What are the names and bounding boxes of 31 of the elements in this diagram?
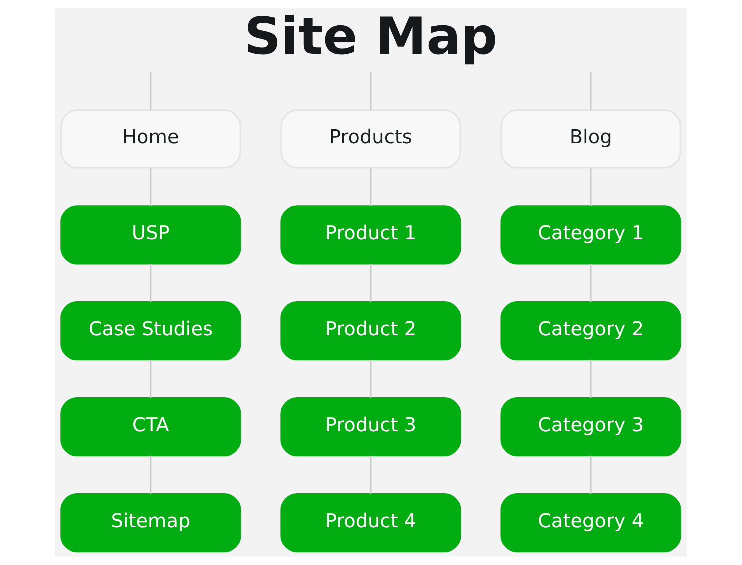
node-box: Sitemap (60, 493, 242, 553)
connector (590, 456, 592, 494)
node-box: USP (60, 206, 242, 265)
connector (590, 168, 592, 206)
node-box: Product 1 (280, 206, 462, 265)
connector (370, 72, 372, 110)
node-box: Blog (500, 110, 682, 169)
connector (370, 456, 372, 494)
node-box: CTA (60, 398, 242, 457)
connector (590, 264, 592, 302)
node-box: Home (60, 110, 242, 169)
node-box: Category 3 (500, 398, 682, 457)
connector (590, 72, 592, 110)
node-box: Products (280, 110, 462, 169)
connector (370, 168, 372, 206)
node-box: Product 3 (280, 398, 462, 457)
connector (150, 360, 152, 398)
connector (590, 360, 592, 398)
connector (370, 360, 372, 398)
node-text: Site Map (244, 8, 498, 68)
node-box: Category 1 (500, 206, 682, 265)
connector (150, 456, 152, 494)
node-box: Case Studies (60, 302, 242, 361)
node-box: Product 2 (280, 302, 462, 361)
connector (150, 72, 152, 110)
node-box: Product 4 (280, 493, 462, 553)
connector (150, 264, 152, 302)
connector (370, 264, 372, 302)
node-box: Category 4 (500, 493, 682, 553)
connector (150, 168, 152, 206)
node-box: Category 2 (500, 302, 682, 361)
